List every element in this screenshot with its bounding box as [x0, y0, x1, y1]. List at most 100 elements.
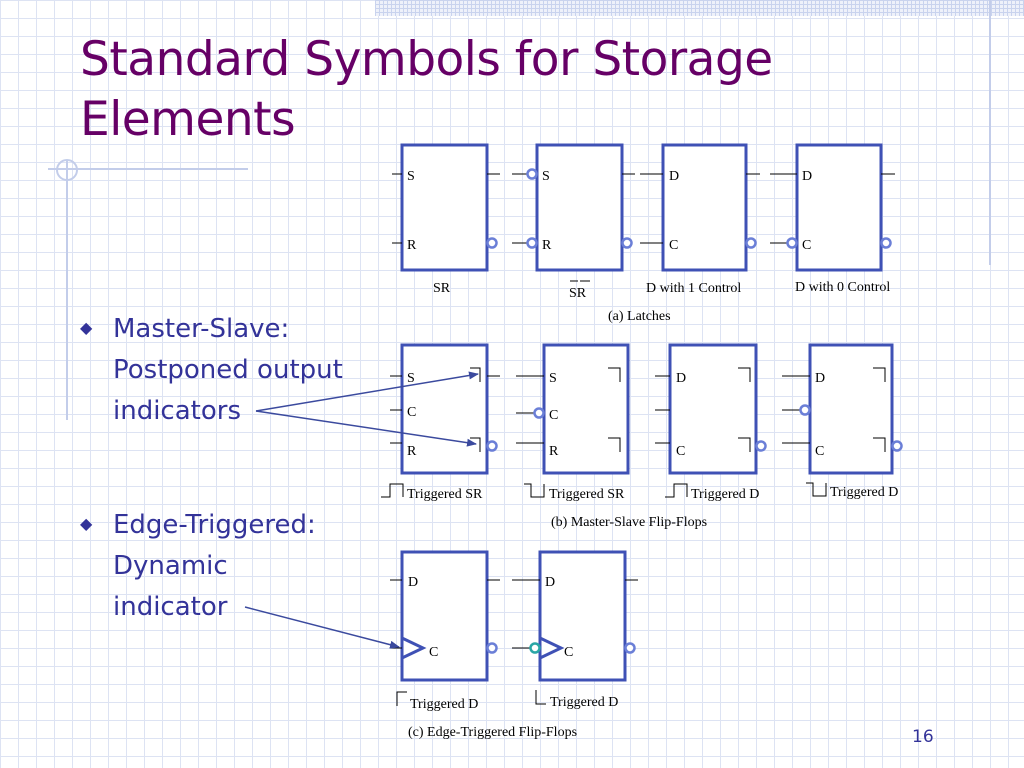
flipflop-type-label: Triggered SR	[407, 487, 483, 502]
edge-triggered-caption: (c) Edge-Triggered Flip-Flops	[408, 725, 577, 740]
pin-label: C	[549, 408, 558, 423]
output-bubble-icon	[624, 642, 636, 654]
pin-label: S	[542, 169, 550, 184]
flipflop-body	[542, 343, 630, 475]
diamond-bullet-icon: ◆	[80, 514, 93, 533]
input-bubble-icon	[529, 642, 541, 654]
pin-label: D	[815, 371, 825, 386]
pin-label: C	[669, 238, 678, 253]
pin-label: R	[549, 444, 559, 459]
dynamic-indicator-icon	[401, 636, 427, 660]
pin-label: D	[802, 169, 812, 184]
flipflop-body	[400, 550, 489, 682]
postponed-output-icon	[608, 437, 621, 452]
latch-body	[661, 143, 748, 272]
ms-flipflop-d-neg: D C Triggered D	[782, 343, 903, 500]
latch-sr-bar: S R SR	[512, 143, 635, 301]
rising-edge-icon	[396, 691, 407, 706]
latch-sr: S R SR	[392, 143, 500, 296]
pin-label: D	[669, 169, 679, 184]
edge-flipflop-d-pos: D C Triggered D	[390, 550, 500, 712]
bullet-line: Edge-Triggered:	[113, 510, 316, 540]
output-bubble-icon	[486, 642, 498, 654]
dynamic-indicator-icon	[539, 636, 565, 660]
flipflop-type-label: Triggered D	[830, 485, 898, 500]
output-bubble-icon	[891, 440, 903, 452]
positive-pulse-icon	[665, 483, 688, 498]
pin-label: C	[429, 645, 438, 660]
postponed-output-icon	[608, 367, 621, 382]
flipflop-type-label: Triggered D	[410, 697, 478, 712]
diamond-bullet-icon: ◆	[80, 318, 93, 337]
latch-body	[400, 143, 489, 272]
falling-edge-icon	[535, 690, 546, 705]
output-bubble-icon	[745, 237, 757, 249]
pin-label: C	[802, 238, 811, 253]
ms-flipflop-sr: S C R Triggered SR	[381, 343, 500, 502]
input-bubble-icon	[526, 237, 538, 249]
output-bubble-icon	[880, 237, 892, 249]
output-bubble-icon	[486, 440, 498, 452]
decorative-title-underline	[48, 168, 248, 170]
pin-label: D	[676, 371, 686, 386]
pin-label: S	[549, 371, 557, 386]
slide-title: Standard Symbols for Storage Elements	[80, 30, 960, 150]
decorative-right-line	[989, 0, 991, 265]
decorative-ring	[56, 159, 78, 181]
pin-label: C	[564, 645, 573, 660]
callout-arrow	[255, 371, 479, 412]
input-bubble-icon	[799, 404, 811, 416]
latch-body	[535, 143, 624, 272]
output-bubble-icon	[486, 237, 498, 249]
input-bubble-icon	[533, 407, 545, 419]
flipflop-body	[808, 343, 894, 475]
latch-type-label: D with 0 Control	[795, 280, 890, 295]
bullet-line: indicators	[113, 396, 241, 426]
bullet-line: Dynamic	[113, 551, 228, 581]
page-number: 16	[912, 727, 934, 747]
latch-d-0-control: D C D with 0 Control	[770, 143, 895, 295]
flipflop-body	[668, 343, 758, 475]
output-bubble-icon	[621, 237, 633, 249]
ms-flipflop-d: D C Triggered D	[655, 343, 767, 502]
pin-label: D	[545, 575, 555, 590]
postponed-output-icon	[470, 367, 481, 382]
flipflop-type-label: Triggered D	[691, 487, 759, 502]
pin-label: C	[407, 405, 416, 420]
postponed-output-icon	[470, 437, 481, 452]
flipflop-type-label: Triggered D	[550, 695, 618, 710]
postponed-output-icon	[738, 367, 751, 382]
latch-type-label: SR	[569, 286, 587, 301]
latch-d-1-control: D C D with 1 Control	[640, 143, 760, 296]
pin-label: C	[676, 444, 685, 459]
flipflop-body	[538, 550, 627, 682]
bullet-line: Postponed output	[113, 355, 343, 385]
postponed-output-icon	[738, 437, 751, 452]
pin-label: S	[407, 169, 415, 184]
latches-caption: (a) Latches	[608, 309, 671, 324]
pin-label: S	[407, 371, 415, 386]
output-bubble-icon	[755, 440, 767, 452]
slide-title-line2: Elements	[80, 92, 296, 147]
pin-label: C	[815, 444, 824, 459]
pin-label: D	[408, 575, 418, 590]
decorative-left-line	[66, 160, 68, 420]
input-bubble-icon	[786, 237, 798, 249]
positive-pulse-icon	[381, 483, 404, 498]
negative-pulse-icon	[524, 483, 545, 498]
callout-arrow	[255, 410, 477, 447]
callout-arrow	[244, 606, 400, 649]
postponed-output-icon	[873, 437, 886, 452]
edge-flipflop-d-neg: D C Triggered D	[512, 550, 638, 710]
bullet-line: indicator	[113, 592, 228, 622]
ms-flipflop-sr-neg: S C R Triggered SR	[516, 343, 630, 502]
bullet-line: Master-Slave:	[113, 314, 290, 344]
master-slave-caption: (b) Master-Slave Flip-Flops	[551, 515, 707, 530]
postponed-output-icon	[873, 367, 886, 382]
decorative-top-band	[375, 0, 1024, 16]
latch-type-label: SR	[433, 281, 451, 296]
flipflop-body	[400, 343, 489, 475]
slide-title-line1: Standard Symbols for Storage	[80, 32, 773, 87]
pin-label: R	[542, 238, 552, 253]
